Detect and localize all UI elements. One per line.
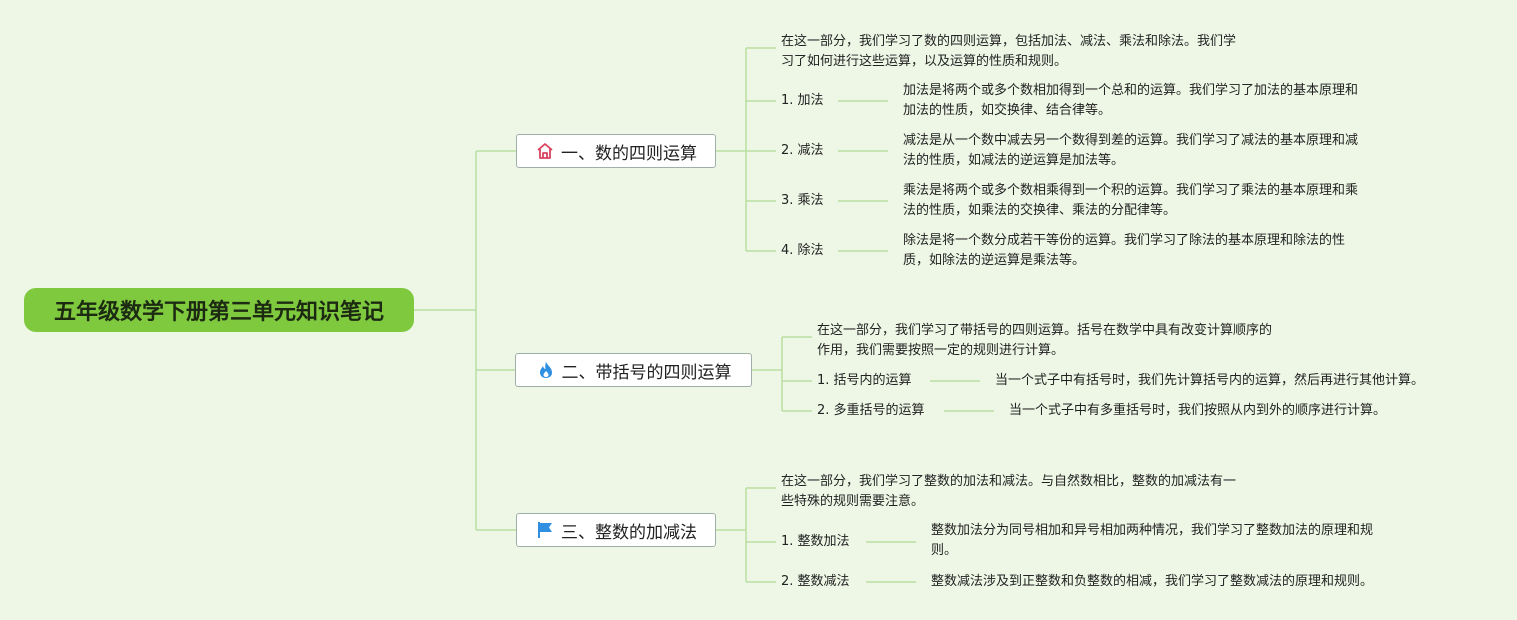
item-desc-integer-addition: 整数加法分为同号相加和异号相加两种情况，我们学习了整数加法的原理和规则。 bbox=[931, 523, 1374, 558]
item-label-nested-brackets: 2. 多重括号的运算 bbox=[817, 403, 925, 418]
item-desc-inner-brackets: 当一个式子中有括号时，我们先计算括号内的运算，然后再进行其他计算。 bbox=[995, 373, 1425, 388]
flag-icon bbox=[535, 520, 555, 540]
house-icon bbox=[535, 141, 555, 161]
branch-intro: 在这一部分，我们学习了数的四则运算，包括加法、减法、乘法和除法。我们学习了如何进… bbox=[781, 34, 1237, 69]
item-label-inner-brackets: 1. 括号内的运算 bbox=[817, 373, 912, 388]
item-label-division: 4. 除法 bbox=[781, 243, 824, 258]
item-desc-division: 除法是将一个数分成若干等份的运算。我们学习了除法的基本原理和除法的性质，如除法的… bbox=[903, 233, 1346, 268]
branch-intro: 在这一部分，我们学习了带括号的四则运算。括号在数学中具有改变计算顺序的作用，我们… bbox=[817, 323, 1273, 358]
branch-node-brackets[interactable]: 二、带括号的四则运算 bbox=[515, 353, 752, 387]
item-label-subtraction: 2. 减法 bbox=[781, 143, 824, 158]
root-node[interactable]: 五年级数学下册第三单元知识笔记 bbox=[24, 288, 414, 332]
item-desc-multiplication: 乘法是将两个或多个数相乘得到一个积的运算。我们学习了乘法的基本原理和乘法的性质，… bbox=[903, 183, 1359, 218]
item-desc-integer-subtraction: 整数减法涉及到正整数和负整数的相减，我们学习了整数减法的原理和规则。 bbox=[931, 574, 1374, 589]
item-desc-addition: 加法是将两个或多个数相加得到一个总和的运算。我们学习了加法的基本原理和加法的性质… bbox=[903, 83, 1359, 118]
item-desc-nested-brackets: 当一个式子中有多重括号时，我们按照从内到外的顺序进行计算。 bbox=[1009, 403, 1387, 418]
item-desc-subtraction: 减法是从一个数中减去另一个数得到差的运算。我们学习了减法的基本原理和减法的性质，… bbox=[903, 133, 1359, 168]
flame-icon bbox=[536, 360, 556, 380]
item-label-multiplication: 3. 乘法 bbox=[781, 193, 824, 208]
item-label-integer-subtraction: 2. 整数减法 bbox=[781, 574, 850, 589]
branch-intro: 在这一部分，我们学习了整数的加法和减法。与自然数相比，整数的加减法有一些特殊的规… bbox=[781, 474, 1237, 509]
item-label-integer-addition: 1. 整数加法 bbox=[781, 534, 850, 549]
branch-title: 一、数的四则运算 bbox=[561, 143, 697, 164]
branch-title: 二、带括号的四则运算 bbox=[561, 362, 732, 383]
branch-node-integers[interactable]: 三、整数的加减法 bbox=[516, 513, 716, 547]
root-title: 五年级数学下册第三单元知识笔记 bbox=[53, 300, 384, 325]
item-label-addition: 1. 加法 bbox=[781, 93, 824, 108]
branch-title: 三、整数的加减法 bbox=[561, 522, 697, 543]
branch-node-arithmetic[interactable]: 一、数的四则运算 bbox=[516, 134, 716, 168]
